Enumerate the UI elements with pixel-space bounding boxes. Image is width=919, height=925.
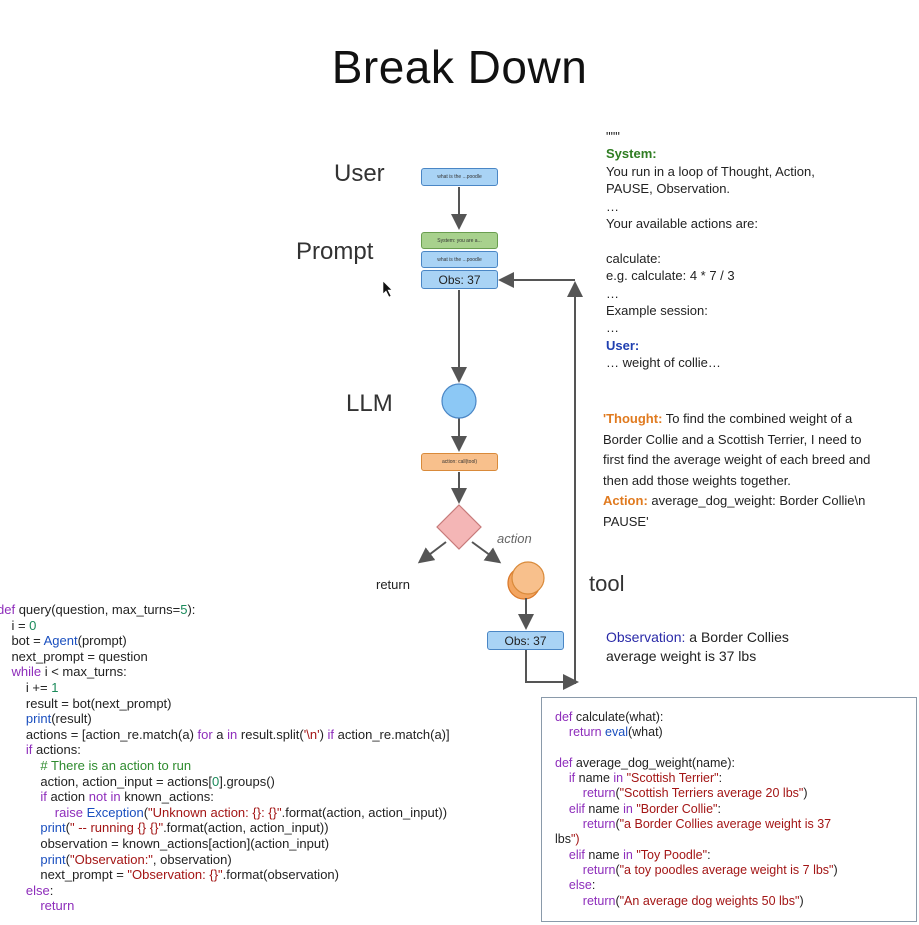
arrow-to-tool bbox=[471, 541, 502, 564]
prompt-query-box: what is the ...poodle bbox=[421, 251, 498, 268]
query-code-line: next_prompt = "Observation: {}".format(o… bbox=[0, 867, 339, 883]
stage-label-user: User bbox=[334, 160, 385, 187]
tool-circle bbox=[511, 561, 545, 595]
query-code-line: bot = Agent(prompt) bbox=[0, 633, 127, 649]
query-code-line: return bbox=[40, 898, 75, 914]
action-branch-label: action bbox=[497, 531, 532, 546]
tool-code-line: return("a toy poodles average weight is … bbox=[582, 862, 838, 877]
tool-code-line: def average_dog_weight(name): bbox=[555, 755, 735, 770]
query-code-line: print(" -- running {} {}".format(action,… bbox=[40, 820, 329, 836]
query-code-line: print(result) bbox=[25, 711, 92, 727]
tool-code-line: if name in "Scottish Terrier": bbox=[568, 771, 723, 786]
arrow-to-return bbox=[417, 541, 447, 564]
query-code-line: actions = [action_re.match(a) for a in r… bbox=[0, 726, 450, 742]
tool-code-line: return("An average dog weights 50 lbs") bbox=[582, 893, 804, 908]
query-code-line: i = 0 bbox=[0, 617, 37, 633]
tool-code-line: return("a Border Collies average weight … bbox=[582, 817, 832, 832]
query-code-line: # There is an action to run bbox=[40, 757, 192, 773]
query-code-line: observation = known_actions[action](acti… bbox=[0, 835, 330, 851]
user-query-box: what is the ...poodle bbox=[421, 168, 498, 186]
query-code-line: while i < max_turns: bbox=[11, 664, 127, 680]
tool-code-line: elif name in "Border Collie": bbox=[568, 801, 721, 816]
page-title: Break Down bbox=[331, 41, 588, 93]
query-code-line: print("Observation:", observation) bbox=[40, 851, 232, 867]
tool-code-line: def calculate(what): bbox=[555, 710, 664, 724]
llm-circle bbox=[441, 383, 477, 419]
query-code-line: raise Exception("Unknown action: {}: {}"… bbox=[54, 804, 448, 820]
mouse-cursor-icon bbox=[382, 280, 393, 298]
query-code-line: if actions: bbox=[25, 742, 81, 758]
decision-diamond bbox=[436, 504, 482, 550]
action-call-box: action: call(tool) bbox=[421, 453, 498, 471]
return-branch-label: return bbox=[376, 577, 410, 592]
stage-label-prompt: Prompt bbox=[296, 238, 374, 265]
query-code-line: i += 1 bbox=[0, 679, 59, 695]
query-code-line: next_prompt = question bbox=[0, 648, 148, 664]
query-code-line: def query(question, max_turns=5): bbox=[0, 602, 196, 617]
tool-observation-box: Obs: 37 bbox=[487, 631, 564, 650]
query-code-line: if action not in known_actions: bbox=[40, 789, 214, 805]
system-prompt-text: """ System: You run in a loop of Thought… bbox=[606, 129, 815, 371]
system-message-box: System: you are a... bbox=[421, 232, 498, 249]
query-function-code: def query(question, max_turns=5): i = 0 … bbox=[0, 602, 450, 914]
stage-label-tool: tool bbox=[589, 571, 625, 596]
tool-code-line: return("Scottish Terriers average 20 lbs… bbox=[582, 786, 808, 801]
query-code-line: action, action_input = actions[0].groups… bbox=[0, 773, 275, 789]
tool-code-line: else: bbox=[568, 878, 596, 893]
tool-code-panel: def calculate(what): return eval(what) d… bbox=[541, 697, 917, 922]
query-code-line: else: bbox=[25, 882, 54, 898]
tool-code-line: return eval(what) bbox=[568, 725, 663, 740]
arrow-obs-down bbox=[525, 650, 579, 690]
prompt-observation-box: Obs: 37 bbox=[421, 270, 498, 289]
tool-code-line: lbs") bbox=[555, 832, 580, 847]
observation-text: Observation: a Border Collies average we… bbox=[606, 629, 789, 664]
query-code-line: result = bot(next_prompt) bbox=[0, 695, 172, 711]
thought-action-text: 'Thought: To find the combined weight of… bbox=[603, 411, 871, 529]
tool-functions-code: def calculate(what): return eval(what) d… bbox=[555, 710, 838, 909]
tool-code-line: elif name in "Toy Poodle": bbox=[568, 847, 711, 862]
stage-label-llm: LLM bbox=[346, 390, 393, 417]
